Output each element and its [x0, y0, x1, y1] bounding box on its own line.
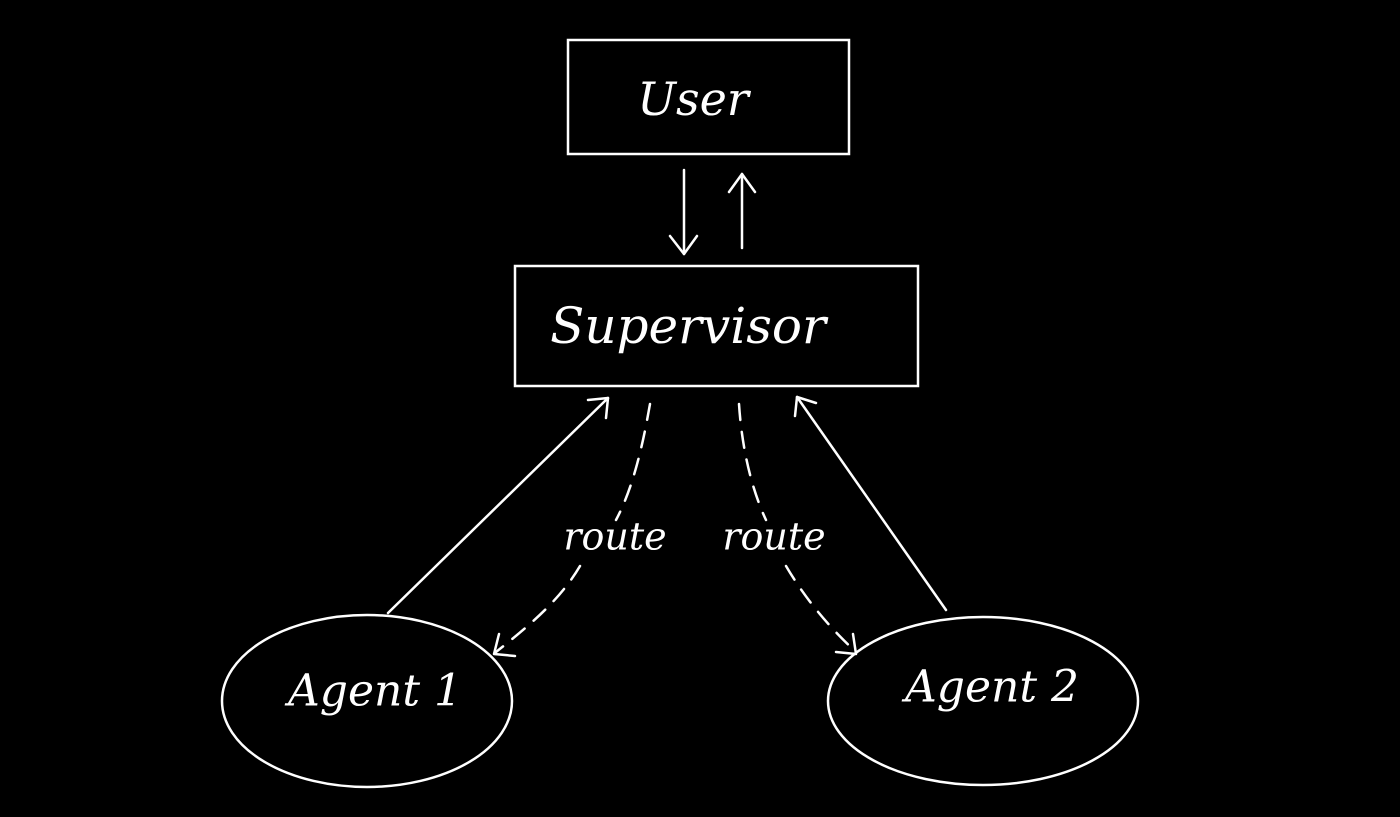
user-node: User [566, 38, 851, 156]
route-label-agent1: route [563, 515, 666, 559]
agent2-label: Agent 2 [901, 662, 1079, 713]
down-arrowhead [668, 234, 699, 256]
agent1-ellipse [220, 613, 514, 789]
user-label: User [637, 72, 752, 126]
route-to-agent1-arrow [492, 402, 652, 658]
agent1-node: Agent 1 [220, 613, 514, 789]
supervisor-node: Supervisor [513, 264, 920, 388]
up-arrowhead [727, 172, 757, 194]
route-agent1-arrowhead [492, 632, 517, 658]
supervisor-to-user-arrow [727, 172, 757, 250]
agent2-return-arrowhead [793, 395, 818, 418]
user-box [566, 38, 851, 156]
agent1-to-supervisor-arrow [386, 396, 610, 615]
supervisor-box [513, 264, 920, 388]
agent2-ellipse [826, 615, 1140, 787]
agent1-label: Agent 1 [284, 666, 462, 717]
agent2-node: Agent 2 [826, 615, 1140, 787]
supervisor-label: Supervisor [550, 297, 829, 355]
user-to-supervisor-arrow [668, 168, 699, 256]
agent1-return-arrowhead [586, 396, 610, 420]
agent2-to-supervisor-arrow [793, 395, 948, 612]
route-label-agent2: route [722, 515, 825, 559]
